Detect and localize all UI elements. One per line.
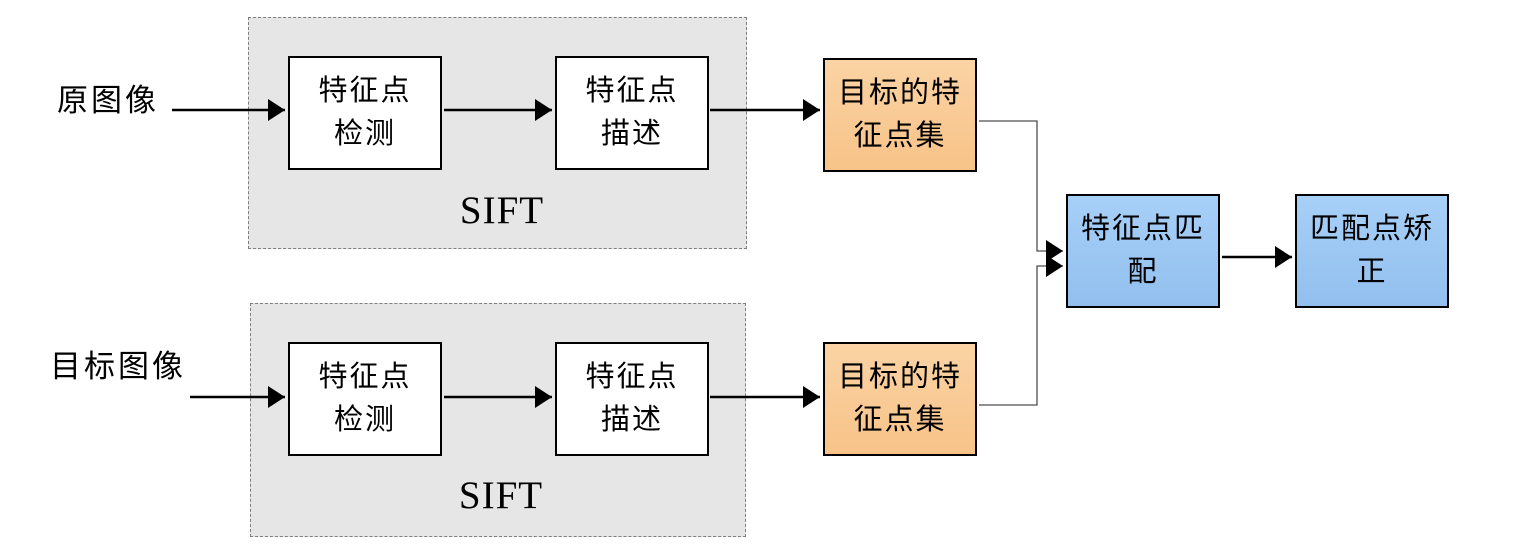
feature-set-box-top: 目标的特 征点集 — [823, 58, 977, 172]
target-image-label: 目标图像 — [50, 349, 186, 384]
node-text-line: 征点集 — [853, 120, 947, 152]
node-text-line: 描述 — [600, 404, 663, 436]
connector-featureset-bottom-to-match — [979, 255, 1063, 406]
node-text-line: 特征点 — [318, 361, 412, 393]
feature-set-box-bottom: 目标的特 征点集 — [823, 342, 977, 456]
node-text-line: 检测 — [333, 118, 396, 150]
node-text-line: 特征点 — [318, 75, 412, 107]
feature-detect-box-top: 特征点 检测 — [288, 56, 442, 170]
source-image-label: 原图像 — [57, 83, 159, 118]
feature-describe-box-top: 特征点 描述 — [555, 56, 709, 170]
match-rectify-box: 匹配点矫 正 — [1295, 194, 1449, 308]
node-text-line: 配 — [1127, 256, 1159, 288]
node-text-line: 描述 — [600, 118, 663, 150]
node-text-line: 检测 — [333, 404, 396, 436]
node-text-line: 匹配点矫 — [1309, 213, 1434, 245]
node-text-line: 特征点 — [585, 361, 679, 393]
node-text-line: 目标的特 — [837, 77, 962, 109]
node-text-line: 特征点匹 — [1080, 213, 1205, 245]
feature-match-box: 特征点匹 配 — [1066, 194, 1220, 308]
node-text-line: 特征点 — [585, 75, 679, 107]
node-text-line: 目标的特 — [837, 361, 962, 393]
connector-featureset-top-to-match — [979, 120, 1063, 262]
node-text-line: 征点集 — [853, 404, 947, 436]
feature-detect-box-bottom: 特征点 检测 — [288, 342, 442, 456]
node-text-line: 正 — [1356, 256, 1388, 288]
sift-label-bottom: SIFT — [458, 474, 544, 517]
feature-describe-box-bottom: 特征点 描述 — [555, 342, 709, 456]
sift-label-top: SIFT — [459, 189, 545, 232]
